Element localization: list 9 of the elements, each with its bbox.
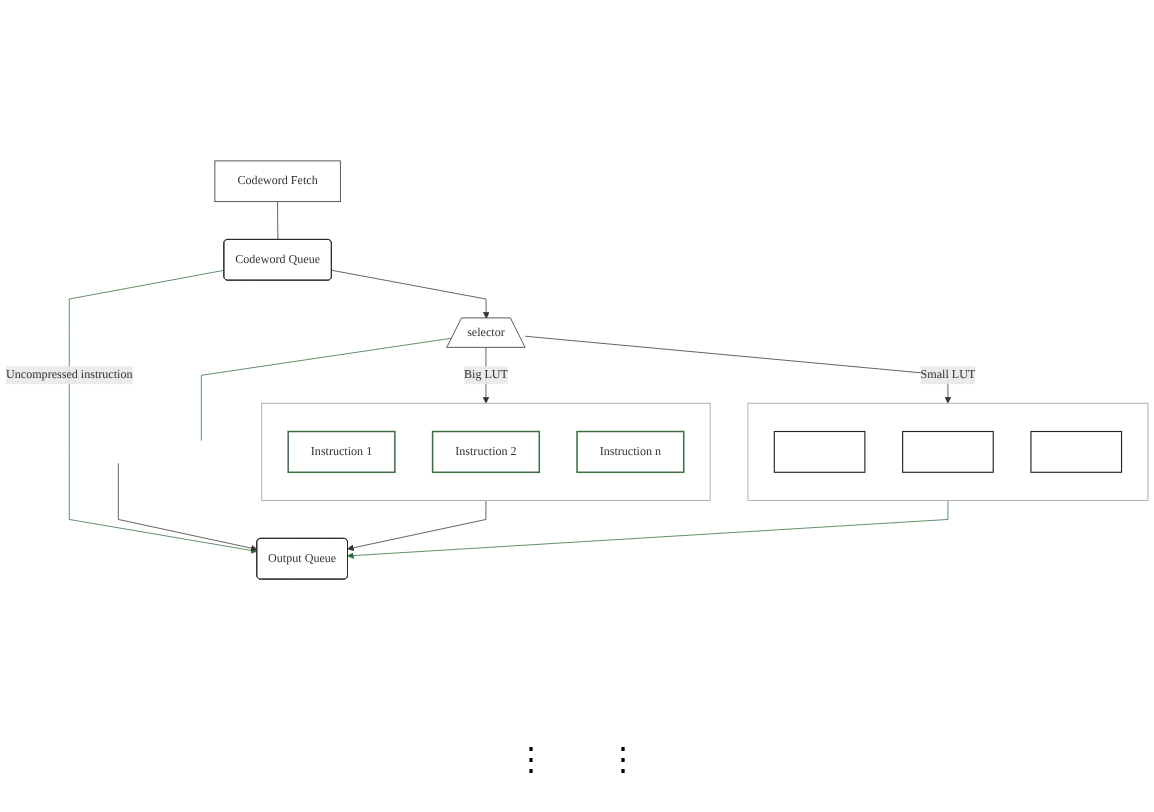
connector [277,201,279,241]
node-bar [773,430,866,473]
node-bar [1030,430,1123,473]
ellipsis-mark: ⋮ [607,742,639,780]
cluster [747,402,1149,501]
ellipsis-mark: ⋮ [515,742,547,780]
connector [201,337,453,441]
node-bar [902,430,994,473]
cluster [261,402,711,501]
